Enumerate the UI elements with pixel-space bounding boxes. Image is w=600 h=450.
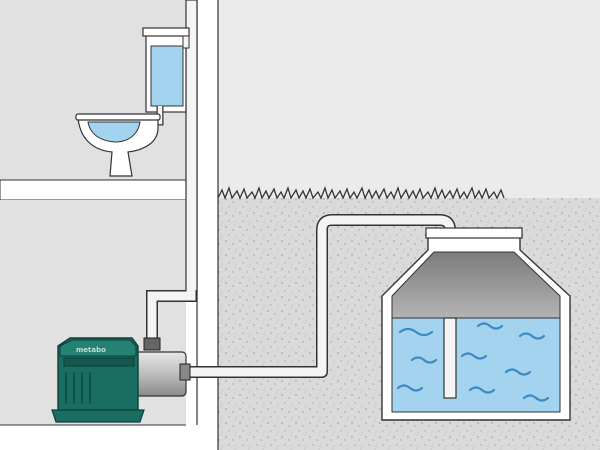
cistern-water — [150, 45, 184, 107]
toilet-seat — [75, 113, 161, 121]
pump-inlet-fitting — [179, 363, 191, 381]
water-waves — [396, 322, 550, 402]
pump-outlet-pipe-inner — [147, 290, 196, 342]
suction-pipe-submerged — [443, 317, 457, 399]
tank-neck — [425, 227, 523, 239]
cistern-lid — [142, 27, 190, 37]
basement-floor — [0, 425, 218, 450]
toilet-bowl-water — [87, 121, 141, 143]
cistern-supply-pipe — [182, 35, 190, 49]
floor-slab — [0, 179, 187, 201]
pump-grill — [65, 372, 91, 404]
suction-pipe-inner — [185, 215, 455, 398]
pump-brand-label: metabo — [76, 346, 106, 354]
pump-handle — [63, 357, 135, 367]
pump-base — [51, 409, 145, 423]
outdoor-background — [218, 0, 600, 200]
outlet-fitting — [143, 337, 161, 351]
pump-housing-top — [59, 339, 137, 357]
garden-pump: metabo — [51, 337, 191, 423]
exterior-wall — [197, 0, 218, 450]
grass-line — [217, 186, 505, 200]
